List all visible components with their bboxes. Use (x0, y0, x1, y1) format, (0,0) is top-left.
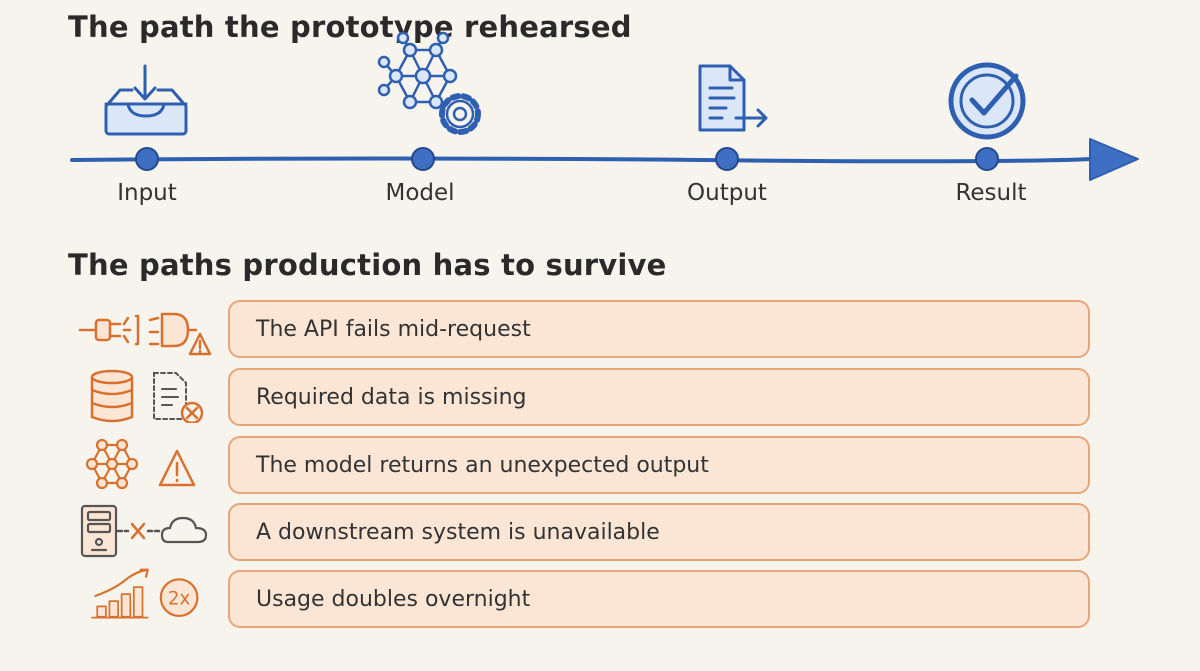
failure-text-model: The model returns an unexpected output (256, 452, 709, 478)
failure-row-usage: Usage doubles overnight (228, 570, 1090, 628)
network-gear-icon (377, 31, 481, 135)
document-export-icon (698, 64, 768, 132)
missing-document-icon (153, 372, 204, 423)
stage-label-input: Input (117, 180, 177, 206)
check-badge-icon (948, 62, 1026, 140)
server-icon (80, 504, 118, 558)
stage-label-model: Model (385, 180, 455, 206)
warning-triangle-icon (158, 449, 196, 487)
double-badge-icon: 2x (159, 578, 199, 617)
row-icons-usage: 2x (91, 568, 199, 619)
cloud-icon (160, 516, 208, 544)
inbox-download-icon (104, 64, 188, 136)
top-heading: The path the prototype rehearsed (68, 10, 632, 44)
timeline (70, 31, 1139, 181)
plug-warning-icon (148, 312, 212, 356)
database-icon (90, 369, 134, 423)
network-icon (85, 438, 139, 490)
failure-text-downstream: A downstream system is unavailable (256, 519, 660, 545)
row-icons-api (78, 312, 212, 356)
row-icons-downstream (80, 504, 208, 558)
timeline-node-input (135, 147, 159, 171)
failure-row-api: The API fails mid-request (228, 300, 1090, 358)
growth-bar-chart-icon (91, 568, 149, 619)
failure-row-model: The model returns an unexpected output (228, 436, 1090, 494)
failure-row-downstream: A downstream system is unavailable (228, 503, 1090, 561)
failure-text-data: Required data is missing (256, 384, 527, 410)
timeline-arrowhead (1089, 138, 1139, 181)
failure-text-api: The API fails mid-request (256, 316, 531, 342)
stage-label-output: Output (687, 180, 767, 206)
failure-text-usage: Usage doubles overnight (256, 586, 531, 612)
timeline-node-output (715, 147, 739, 171)
timeline-node-result (975, 147, 999, 171)
timeline-node-model (411, 147, 435, 171)
row-icons-model (85, 438, 196, 490)
double-badge-text: 2x (168, 589, 191, 610)
broken-link-icon (116, 522, 162, 540)
bottom-heading: The paths production has to survive (68, 248, 667, 282)
row-icons-data (90, 369, 204, 423)
timeline-line (70, 156, 1094, 164)
stage-label-result: Result (955, 180, 1027, 206)
unplugged-cable-icon (78, 314, 140, 346)
failure-row-data: Required data is missing (228, 368, 1090, 426)
